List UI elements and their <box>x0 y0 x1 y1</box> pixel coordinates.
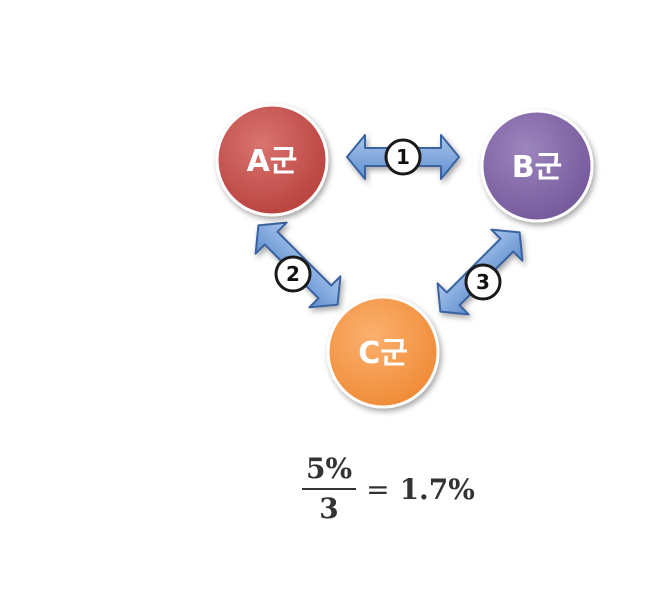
fraction-numerator: 5% <box>302 452 357 490</box>
connection-badge-1: 1 <box>384 138 422 176</box>
node-b-label: B군 <box>512 150 562 185</box>
node-b: B군 <box>480 109 594 223</box>
equals-sign: = <box>366 472 390 506</box>
badge-1-text: 1 <box>396 145 410 169</box>
node-a-label: A군 <box>247 144 298 179</box>
fraction-denominator: 3 <box>319 492 339 525</box>
badge-3-text: 3 <box>476 270 490 294</box>
node-c: C군 <box>326 295 440 409</box>
fraction: 5% 3 <box>302 452 357 526</box>
formula: 5% 3 = 1.7% <box>302 452 475 526</box>
badge-2-text: 2 <box>286 262 300 286</box>
formula-result: 1.7% <box>399 472 475 506</box>
connection-badge-2: 2 <box>274 255 312 293</box>
node-c-label: C군 <box>358 336 408 371</box>
node-a: A군 <box>215 103 329 217</box>
connection-badge-3: 3 <box>464 263 502 301</box>
